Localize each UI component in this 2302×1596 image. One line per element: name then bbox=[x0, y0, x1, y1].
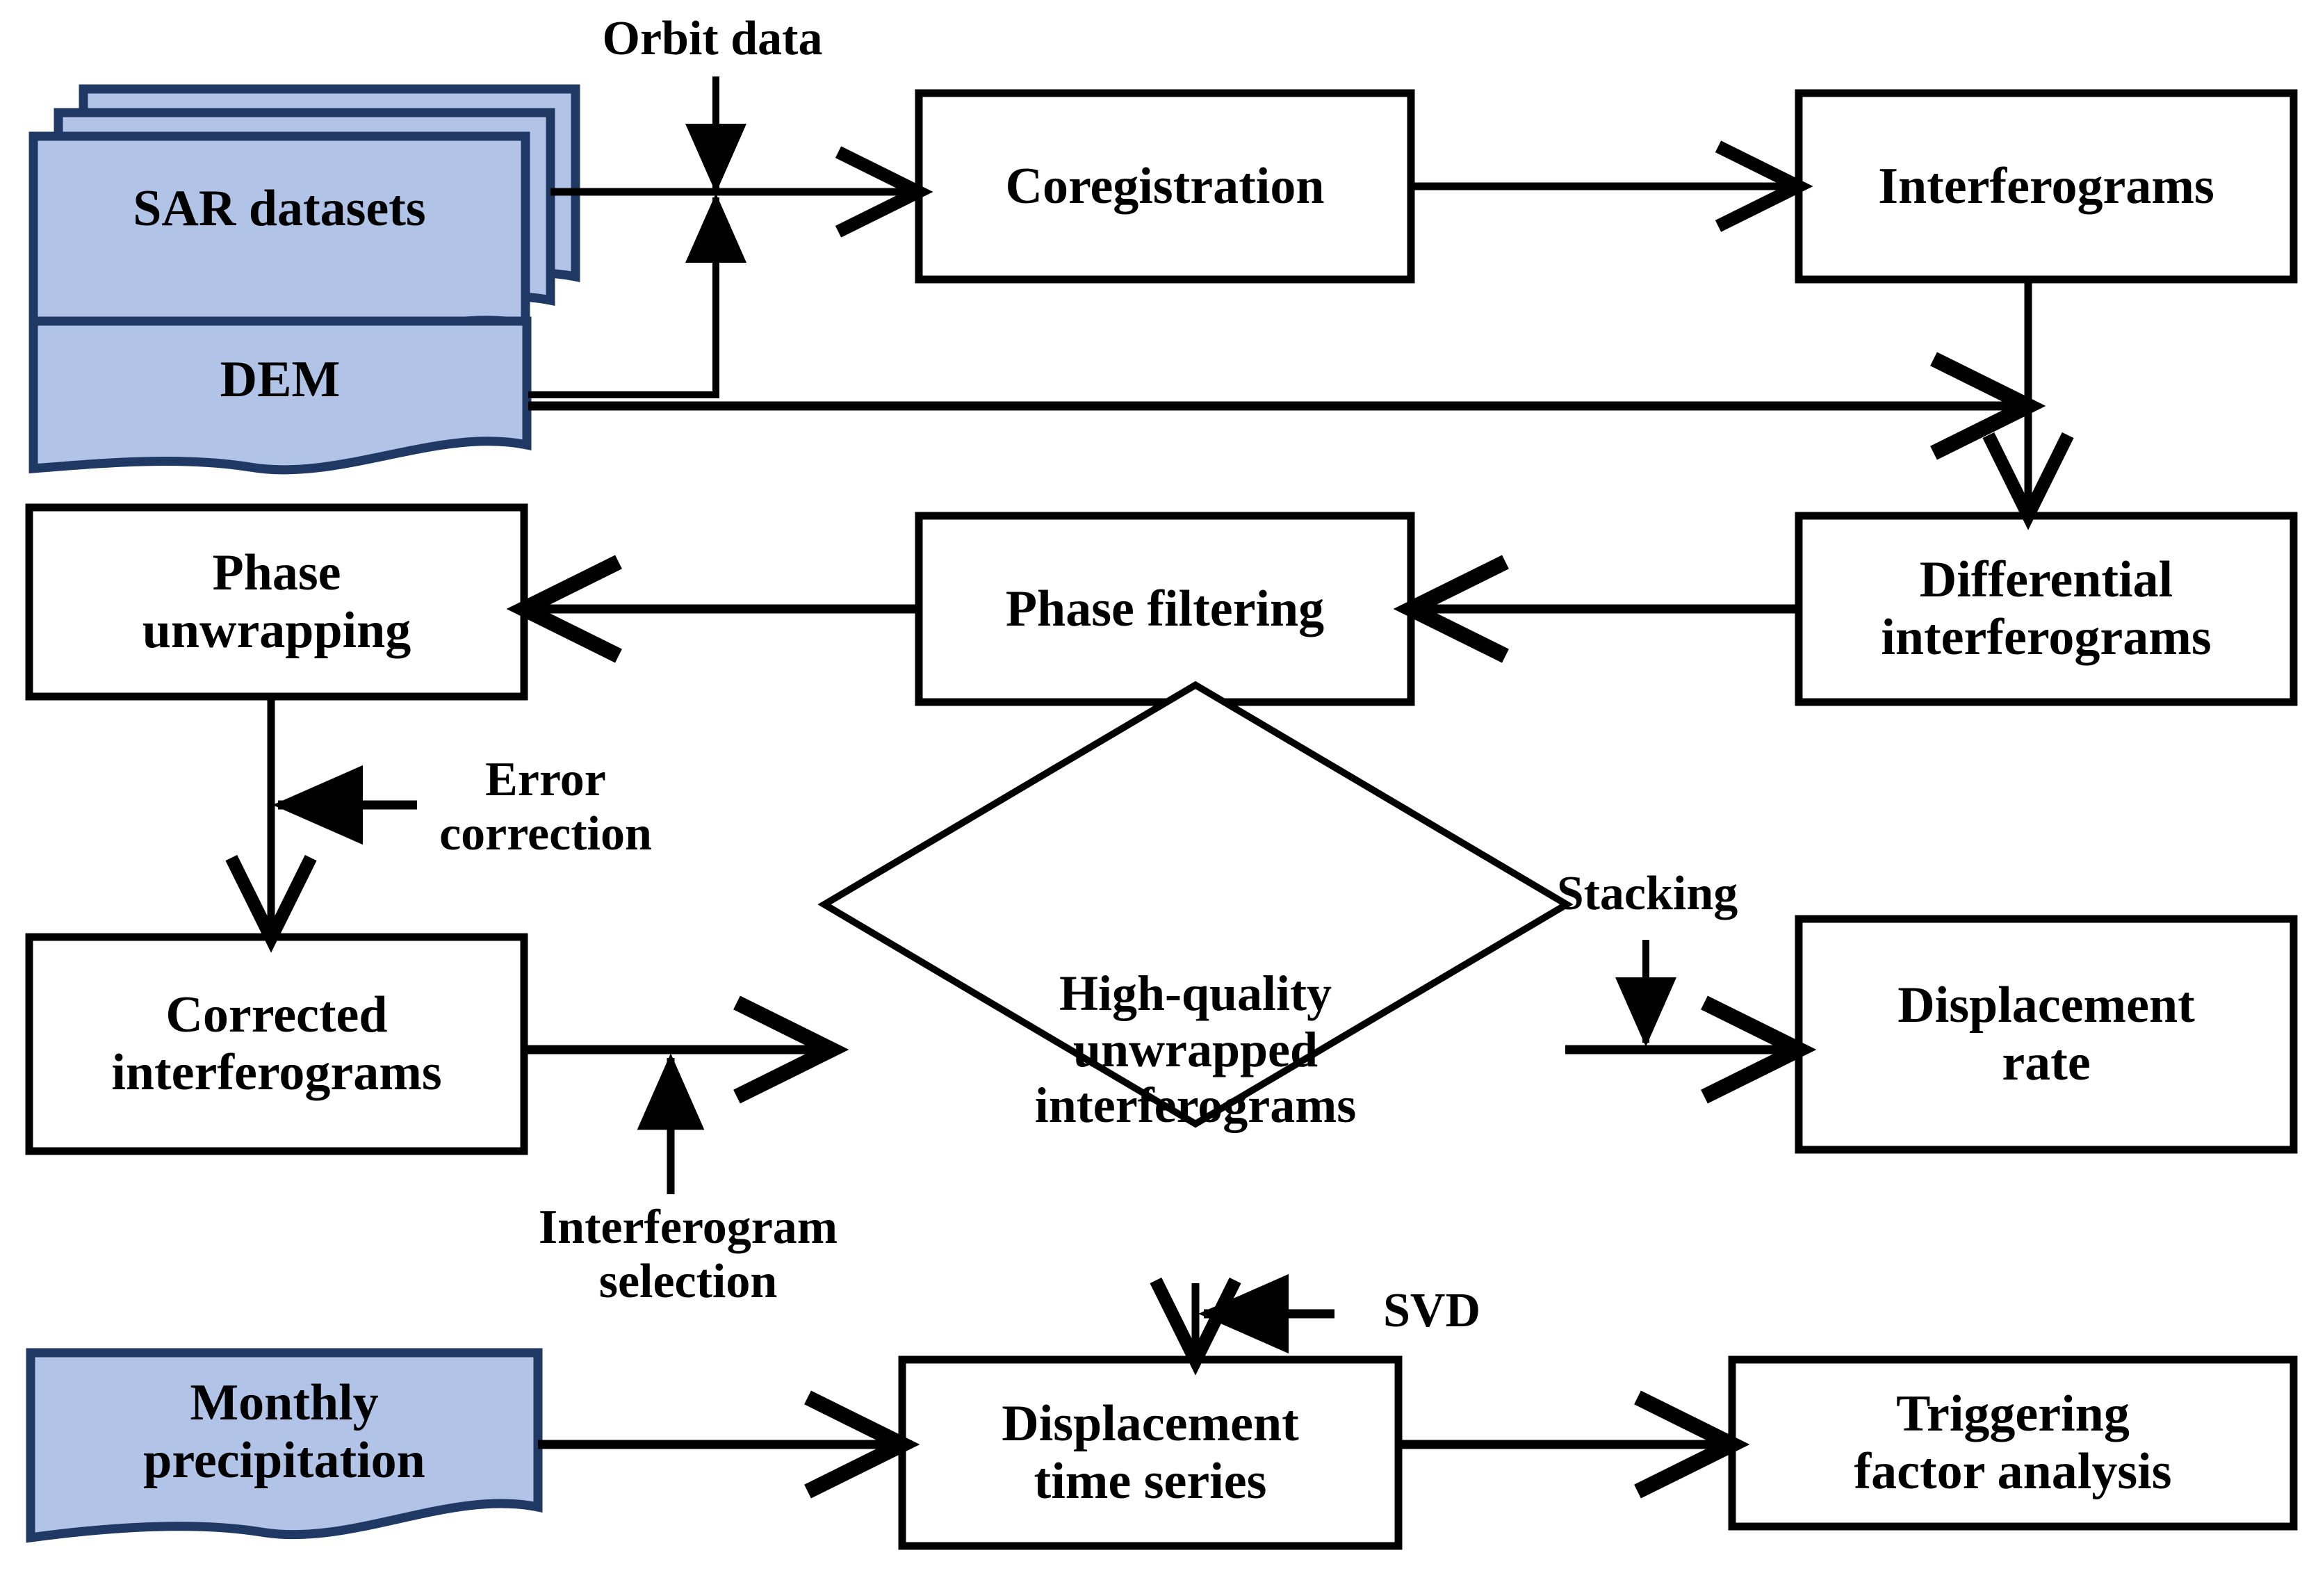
phase-unwrapping-shape bbox=[25, 503, 528, 701]
high-quality-unwrapped-shape bbox=[817, 681, 1574, 1128]
triggering-factor-analysis-shape bbox=[1728, 1355, 2298, 1531]
coregistration-shape bbox=[915, 89, 1415, 284]
displacement-rate-shape bbox=[1795, 915, 2298, 1154]
edge-dem-to-coregistration bbox=[528, 193, 746, 398]
dem-shape bbox=[28, 316, 532, 475]
displacement-time-series-shape bbox=[898, 1355, 1403, 1550]
phase-filtering-shape bbox=[915, 512, 1415, 706]
monthly-precipitation-shape bbox=[26, 1348, 543, 1543]
differential-interferograms-shape bbox=[1795, 512, 2298, 706]
corrected-interferograms-shape bbox=[25, 933, 528, 1155]
interferograms-shape bbox=[1795, 89, 2298, 284]
